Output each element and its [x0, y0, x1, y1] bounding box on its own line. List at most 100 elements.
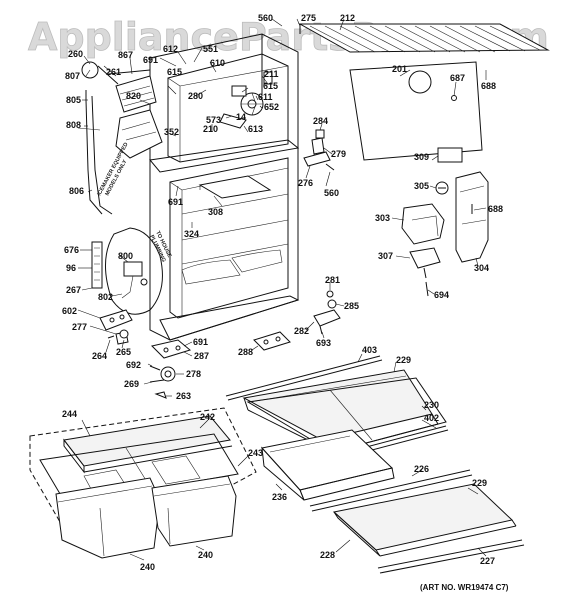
- callout-243: 243: [248, 448, 263, 458]
- callout-96: 96: [66, 263, 76, 273]
- callout-692: 692: [126, 360, 141, 370]
- callout-573: 573: [206, 115, 221, 125]
- callout-263: 263: [176, 391, 191, 401]
- water-valve-area: [91, 227, 163, 315]
- dispenser-parts: [401, 171, 489, 297]
- bottom-hinge-287: [151, 339, 192, 359]
- callout-403: 403: [362, 345, 377, 355]
- callout-352: 352: [164, 127, 179, 137]
- crisper-drawer-236: [261, 429, 395, 501]
- callout-labels: 560 275 212 260 867 612 551 807 261 691 …: [62, 13, 503, 572]
- callout-309: 309: [414, 152, 429, 162]
- callout-615: 615: [167, 67, 182, 77]
- callout-307: 307: [378, 251, 393, 261]
- callout-691: 691: [193, 337, 208, 347]
- callout-284: 284: [313, 116, 328, 126]
- callout-261: 261: [106, 67, 121, 77]
- cabinet-shelf-308: [198, 175, 272, 199]
- top-wire-shelf: [298, 23, 550, 53]
- callout-281: 281: [325, 275, 340, 285]
- callout-267: 267: [66, 285, 81, 295]
- callout-240: 240: [198, 550, 213, 560]
- shelf-rail-226: [309, 469, 473, 512]
- center-hinge-parts: [303, 129, 335, 171]
- callout-691: 691: [168, 197, 183, 207]
- callout-275: 275: [301, 13, 316, 23]
- callout-280: 280: [188, 91, 203, 101]
- callout-304: 304: [474, 263, 489, 273]
- callout-210: 210: [203, 124, 218, 134]
- callout-800: 800: [118, 251, 133, 261]
- callout-676: 676: [64, 245, 79, 255]
- leader-lines: [77, 18, 487, 561]
- callout-612: 612: [163, 44, 178, 54]
- callout-560: 560: [324, 188, 339, 198]
- callout-802: 802: [98, 292, 113, 302]
- callout-602: 602: [62, 306, 77, 316]
- callout-211: 211: [264, 69, 279, 79]
- callout-229: 229: [396, 355, 411, 365]
- callout-610: 610: [210, 58, 225, 68]
- callout-236: 236: [272, 492, 287, 502]
- shelf-frame-230: [246, 377, 447, 453]
- callout-688: 688: [481, 81, 496, 91]
- callout-285: 285: [344, 301, 359, 311]
- callout-242: 242: [200, 412, 215, 422]
- callout-278: 278: [186, 369, 201, 379]
- callout-264: 264: [92, 351, 107, 361]
- callout-244: 244: [62, 409, 77, 419]
- evaporator-fan-assembly: [219, 71, 273, 129]
- callout-282: 282: [294, 326, 309, 336]
- callout-694: 694: [434, 290, 449, 300]
- callout-288: 288: [238, 347, 253, 357]
- callout-402: 402: [424, 413, 439, 423]
- art-number: (ART NO. WR19474 C7): [420, 583, 509, 592]
- icemaker-assembly: [81, 61, 163, 159]
- callout-14: 14: [236, 112, 246, 122]
- callout-820: 820: [126, 91, 141, 101]
- callout-691: 691: [143, 55, 158, 65]
- callout-277: 277: [72, 322, 87, 332]
- refrigerator-cabinet: [149, 33, 300, 341]
- callout-806: 806: [69, 186, 84, 196]
- callout-807: 807: [65, 71, 80, 81]
- callout-287: 287: [194, 351, 209, 361]
- callout-867: 867: [118, 50, 133, 60]
- callout-279: 279: [331, 149, 346, 159]
- lower-left-parts: [99, 309, 133, 345]
- hinge-282: [313, 290, 341, 335]
- callout-551: 551: [203, 44, 218, 54]
- callout-201: 201: [392, 64, 407, 74]
- hinge-288: [253, 331, 291, 351]
- callout-808: 808: [66, 120, 81, 130]
- callout-303: 303: [375, 213, 390, 223]
- callout-308: 308: [208, 207, 223, 217]
- crisper-pan-240-left: [55, 477, 161, 559]
- callout-276: 276: [298, 178, 313, 188]
- callout-228: 228: [320, 550, 335, 560]
- callout-240: 240: [140, 562, 155, 572]
- callout-229: 229: [472, 478, 487, 488]
- roller-278: [149, 365, 176, 399]
- callout-687: 687: [450, 73, 465, 83]
- shelf-rail-227: [377, 539, 525, 574]
- callout-226: 226: [414, 464, 429, 474]
- callout-227: 227: [480, 556, 495, 566]
- callout-688: 688: [488, 204, 503, 214]
- callout-324: 324: [184, 229, 199, 239]
- callout-652: 652: [264, 102, 279, 112]
- callout-305: 305: [414, 181, 429, 191]
- callout-265: 265: [116, 347, 131, 357]
- crisper-pan-240-right: [151, 475, 237, 547]
- callout-230: 230: [424, 400, 439, 410]
- callout-269: 269: [124, 379, 139, 389]
- glass-shelf-228: [332, 483, 517, 557]
- callout-260: 260: [68, 49, 83, 59]
- callout-615: 615: [263, 81, 278, 91]
- callout-212: 212: [340, 13, 355, 23]
- control-panel-201: [349, 61, 483, 163]
- callout-613: 613: [248, 124, 263, 134]
- water-tubes: [77, 90, 113, 215]
- callout-805: 805: [66, 95, 81, 105]
